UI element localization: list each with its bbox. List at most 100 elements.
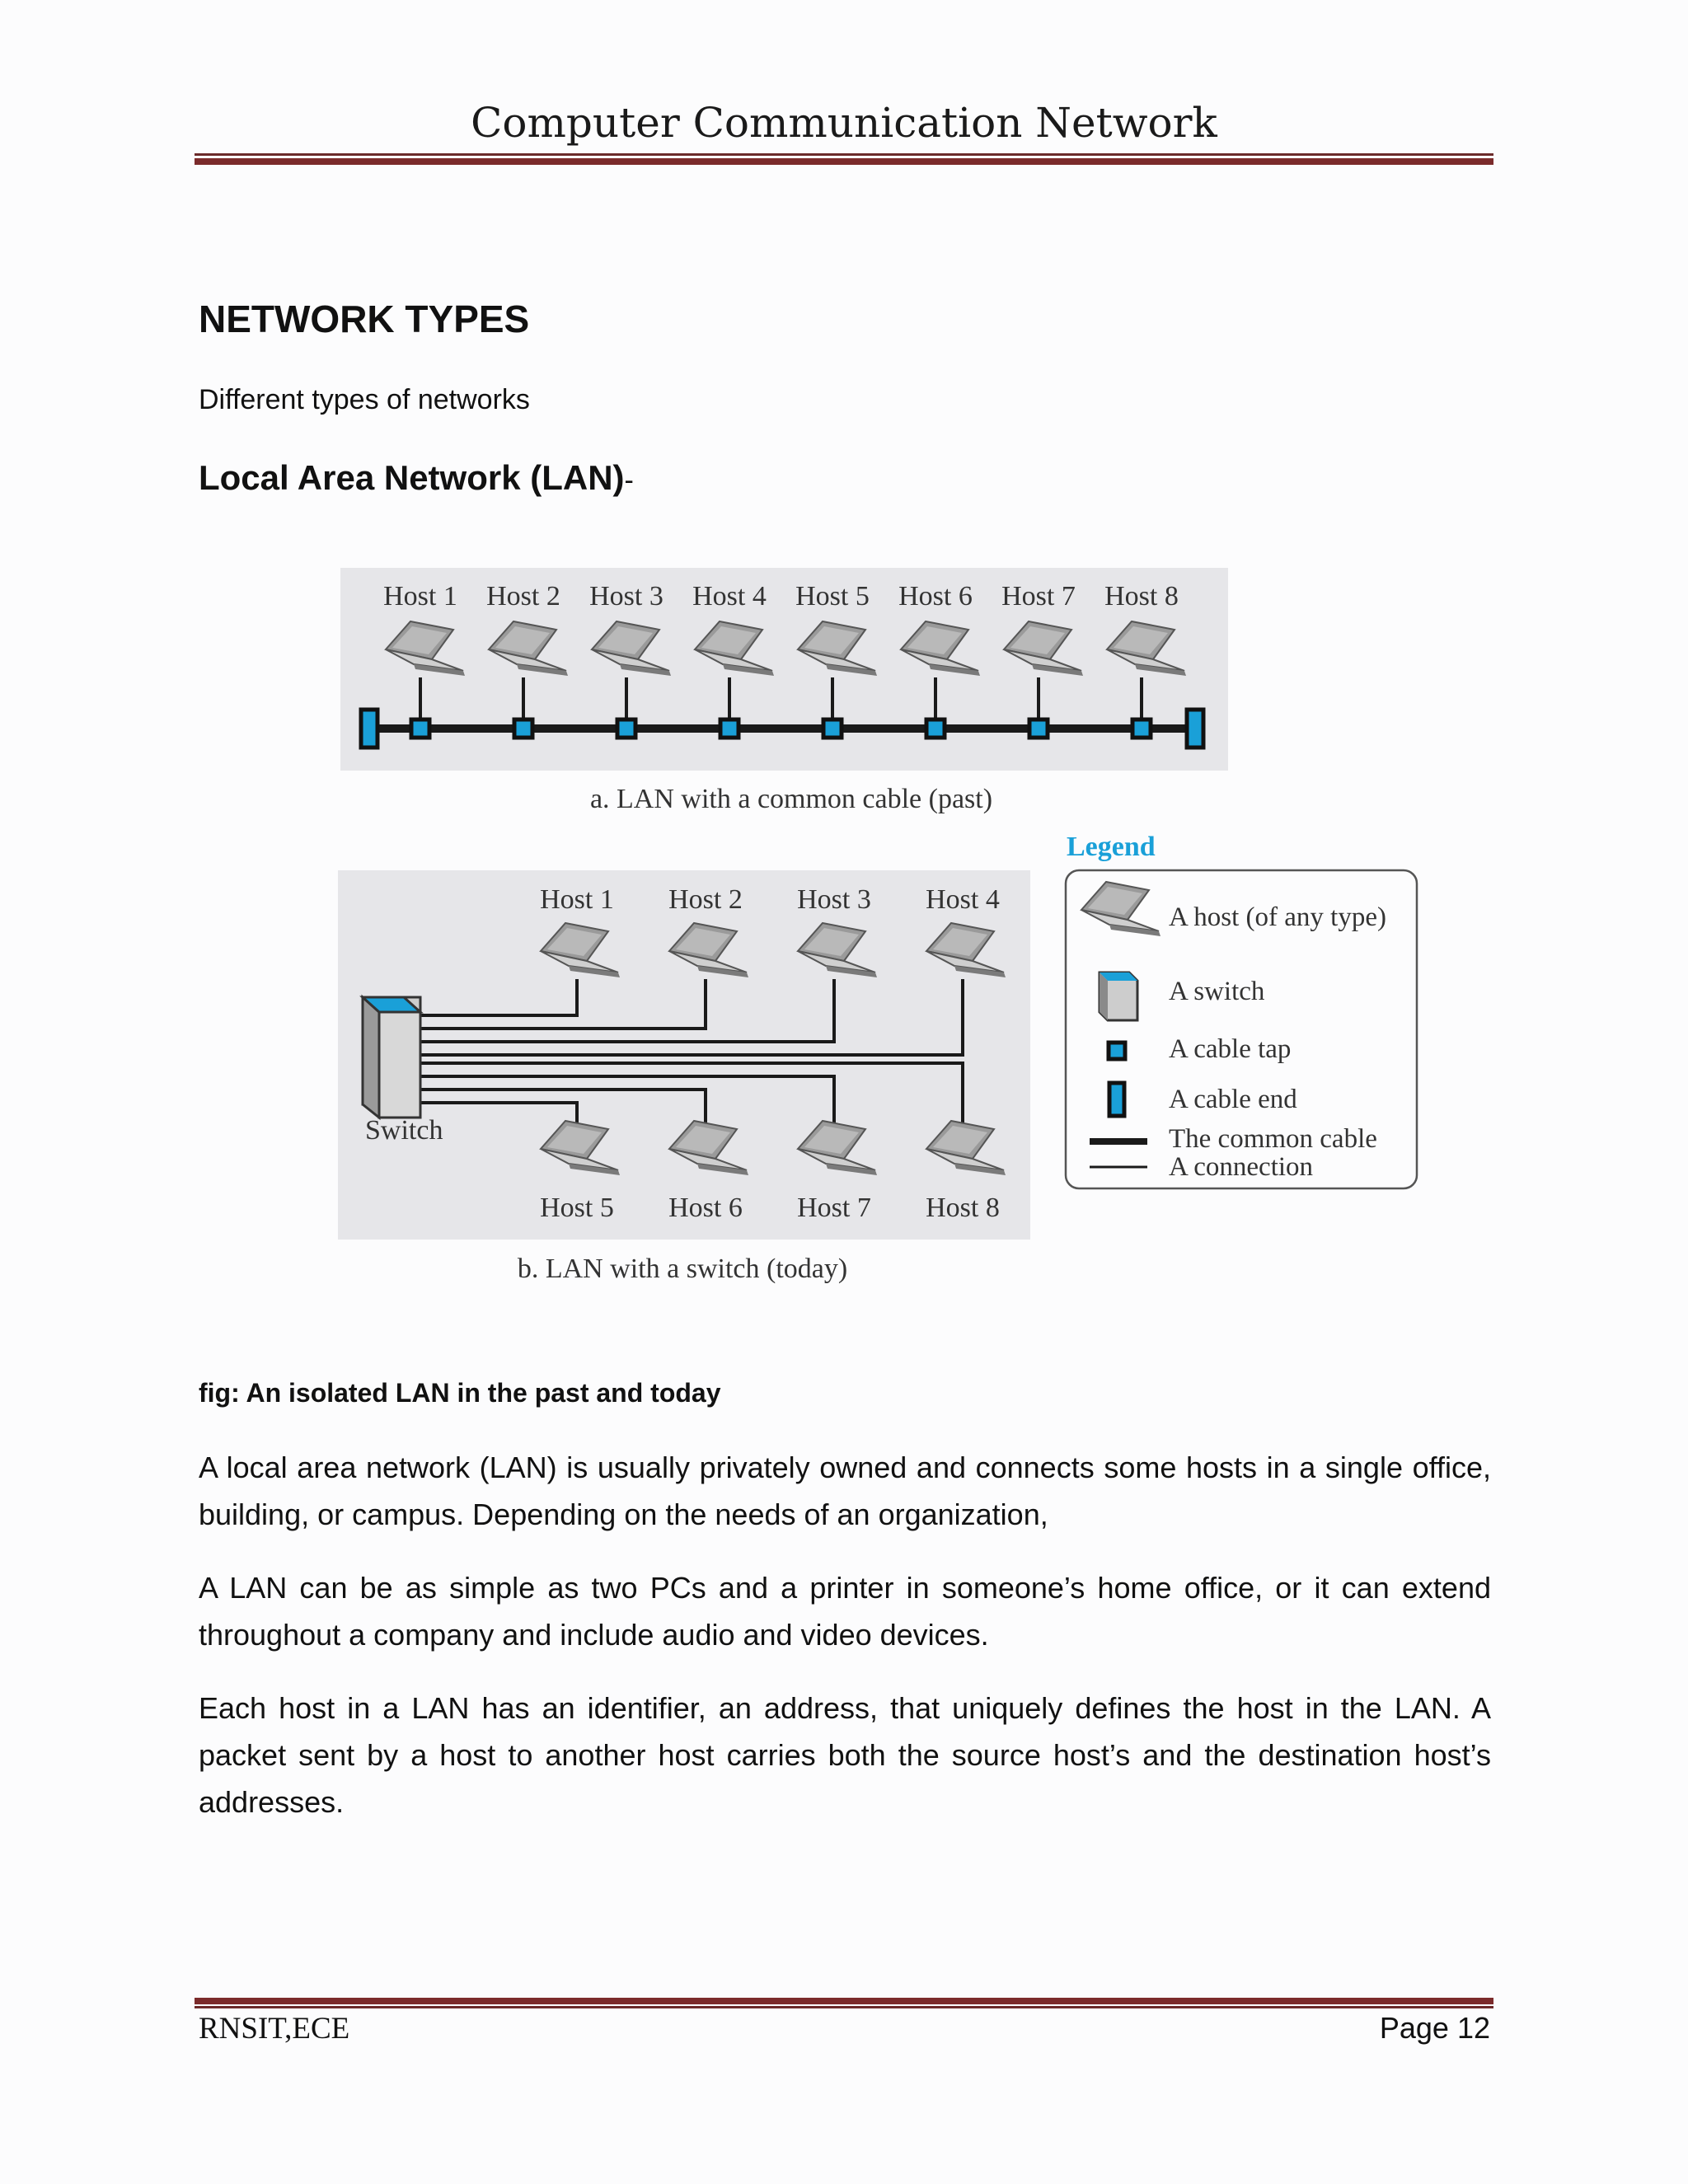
- host-2: Host 2: [486, 581, 568, 738]
- laptop-icon: [489, 621, 568, 676]
- paragraph-3: Each host in a LAN has an identifier, an…: [199, 1685, 1491, 1825]
- legend-item-common-cable: The common cable: [1169, 1124, 1377, 1154]
- section-intro: Different types of networks: [199, 384, 530, 416]
- laptop-icon: [592, 621, 671, 676]
- header-rule-thick: [195, 158, 1493, 165]
- laptop-icon: [1004, 621, 1083, 676]
- legend-item-connection: A connection: [1169, 1152, 1313, 1182]
- connection-line: [420, 1063, 963, 1134]
- laptop-icon: [926, 1121, 1006, 1175]
- host-label: Host 7: [1001, 581, 1076, 612]
- host-8: Host 8: [1104, 581, 1186, 738]
- bottom-host-6: Host 6: [668, 1121, 748, 1223]
- legend-item-host: A host (of any type): [1169, 902, 1386, 932]
- host-label: Host 4: [926, 884, 1000, 915]
- host-label: Host 2: [668, 884, 743, 915]
- switch-icon: [363, 997, 420, 1118]
- footer-left: RNSIT,ECE: [199, 2011, 349, 2046]
- laptop-icon: [541, 1121, 620, 1175]
- laptop-icon: [1081, 882, 1160, 936]
- connection-line: [420, 979, 834, 1042]
- section-heading: NETWORK TYPES: [199, 297, 529, 341]
- top-host-1: Host 1: [540, 884, 620, 977]
- cable-tap: [823, 719, 842, 738]
- cable-tap: [617, 719, 635, 738]
- cable-end-left: [361, 710, 377, 748]
- bottom-host-7: Host 7: [797, 1121, 877, 1223]
- cable-tap: [411, 719, 429, 738]
- legend-item-cable-end: A cable end: [1169, 1085, 1297, 1114]
- laptop-icon: [541, 923, 620, 977]
- legend-item-cable-tap: A cable tap: [1169, 1034, 1291, 1064]
- host-label: Host 6: [668, 1193, 743, 1223]
- host-3: Host 3: [589, 581, 671, 738]
- diagram-a-panel: [340, 568, 1228, 771]
- host-label: Host 3: [589, 581, 663, 612]
- cable-end-icon: [1109, 1083, 1124, 1116]
- host-label: Host 8: [1104, 581, 1179, 612]
- host-label: Host 6: [898, 581, 973, 612]
- host-4: Host 4: [692, 581, 774, 738]
- host-label: Host 5: [540, 1193, 614, 1223]
- connection-line: [420, 1076, 834, 1134]
- connection-line: [420, 1090, 706, 1134]
- laptop-icon: [1107, 621, 1186, 676]
- cable-tap: [720, 719, 738, 738]
- paragraph-1: A local area network (LAN) is usually pr…: [199, 1444, 1491, 1538]
- connection-line: [420, 1103, 577, 1134]
- legend: Legend A host (of any type) A switch A c…: [1066, 832, 1417, 1188]
- laptop-icon: [669, 923, 748, 977]
- diagram-b-caption: b. LAN with a switch (today): [518, 1254, 847, 1284]
- host-1: Host 1: [383, 581, 465, 738]
- connection-line: [420, 979, 706, 1029]
- connection-line: [420, 979, 963, 1055]
- diagram-a-hosts: Host 1 Host 2 Host 3 Host 4 Host 5 Host 6 Host…: [383, 581, 1186, 738]
- host-label: Host 1: [540, 884, 614, 915]
- laptop-icon: [798, 621, 877, 676]
- host-label: Host 5: [795, 581, 870, 612]
- header-rule-thin: [195, 153, 1493, 156]
- diagram-b-panel: [338, 870, 1030, 1240]
- host-label: Host 1: [383, 581, 457, 612]
- host-label: Host 2: [486, 581, 560, 612]
- laptop-icon: [798, 923, 877, 977]
- laptop-icon: [926, 923, 1006, 977]
- lan-subheading-text: Local Area Network (LAN): [199, 458, 625, 497]
- cable-end-right: [1187, 710, 1203, 748]
- host-7: Host 7: [1001, 581, 1083, 738]
- host-label: Host 7: [797, 1193, 871, 1223]
- page-number: Page 12: [1380, 2011, 1490, 2046]
- cable-tap: [514, 719, 532, 738]
- laptop-icon: [695, 621, 774, 676]
- laptop-icon: [386, 621, 465, 676]
- lan-subheading: Local Area Network (LAN)-: [199, 458, 634, 498]
- host-label: Host 3: [797, 884, 871, 915]
- top-host-2: Host 2: [668, 884, 748, 977]
- top-host-3: Host 3: [797, 884, 877, 977]
- host-label: Host 8: [926, 1193, 1000, 1223]
- figure-caption: fig: An isolated LAN in the past and tod…: [199, 1378, 721, 1408]
- footer-rule-thick: [195, 1998, 1493, 2004]
- cable-tap: [1132, 719, 1151, 738]
- legend-box: [1066, 870, 1417, 1188]
- laptop-icon: [901, 621, 980, 676]
- cable-tap: [1029, 719, 1048, 738]
- laptop-icon: [798, 1121, 877, 1175]
- cable-tap: [926, 719, 945, 738]
- diagram-b-hosts: Host 1 Host 2 Host 3 Host 4 Host 5 Host 6 Host…: [540, 884, 1006, 1223]
- bottom-host-5: Host 5: [540, 1121, 620, 1223]
- switch-label: Switch: [365, 1115, 443, 1146]
- diagram-a: Host 1 Host 2 Host 3 Host 4 Host 5 Host 6 Host…: [340, 568, 1228, 771]
- lan-subheading-suffix: -: [625, 465, 634, 496]
- paragraph-2: A LAN can be as simple as two PCs and a …: [199, 1564, 1491, 1658]
- host-label: Host 4: [692, 581, 767, 612]
- legend-item-switch: A switch: [1169, 977, 1265, 1006]
- switch-icon: [1100, 972, 1137, 1020]
- page-header-title: Computer Communication Network: [0, 99, 1688, 147]
- footer-rule-thin: [195, 2006, 1493, 2008]
- host-6: Host 6: [898, 581, 980, 738]
- diagram-b-connections: [420, 979, 963, 1134]
- legend-title: Legend: [1067, 832, 1156, 862]
- laptop-icon: [669, 1121, 748, 1175]
